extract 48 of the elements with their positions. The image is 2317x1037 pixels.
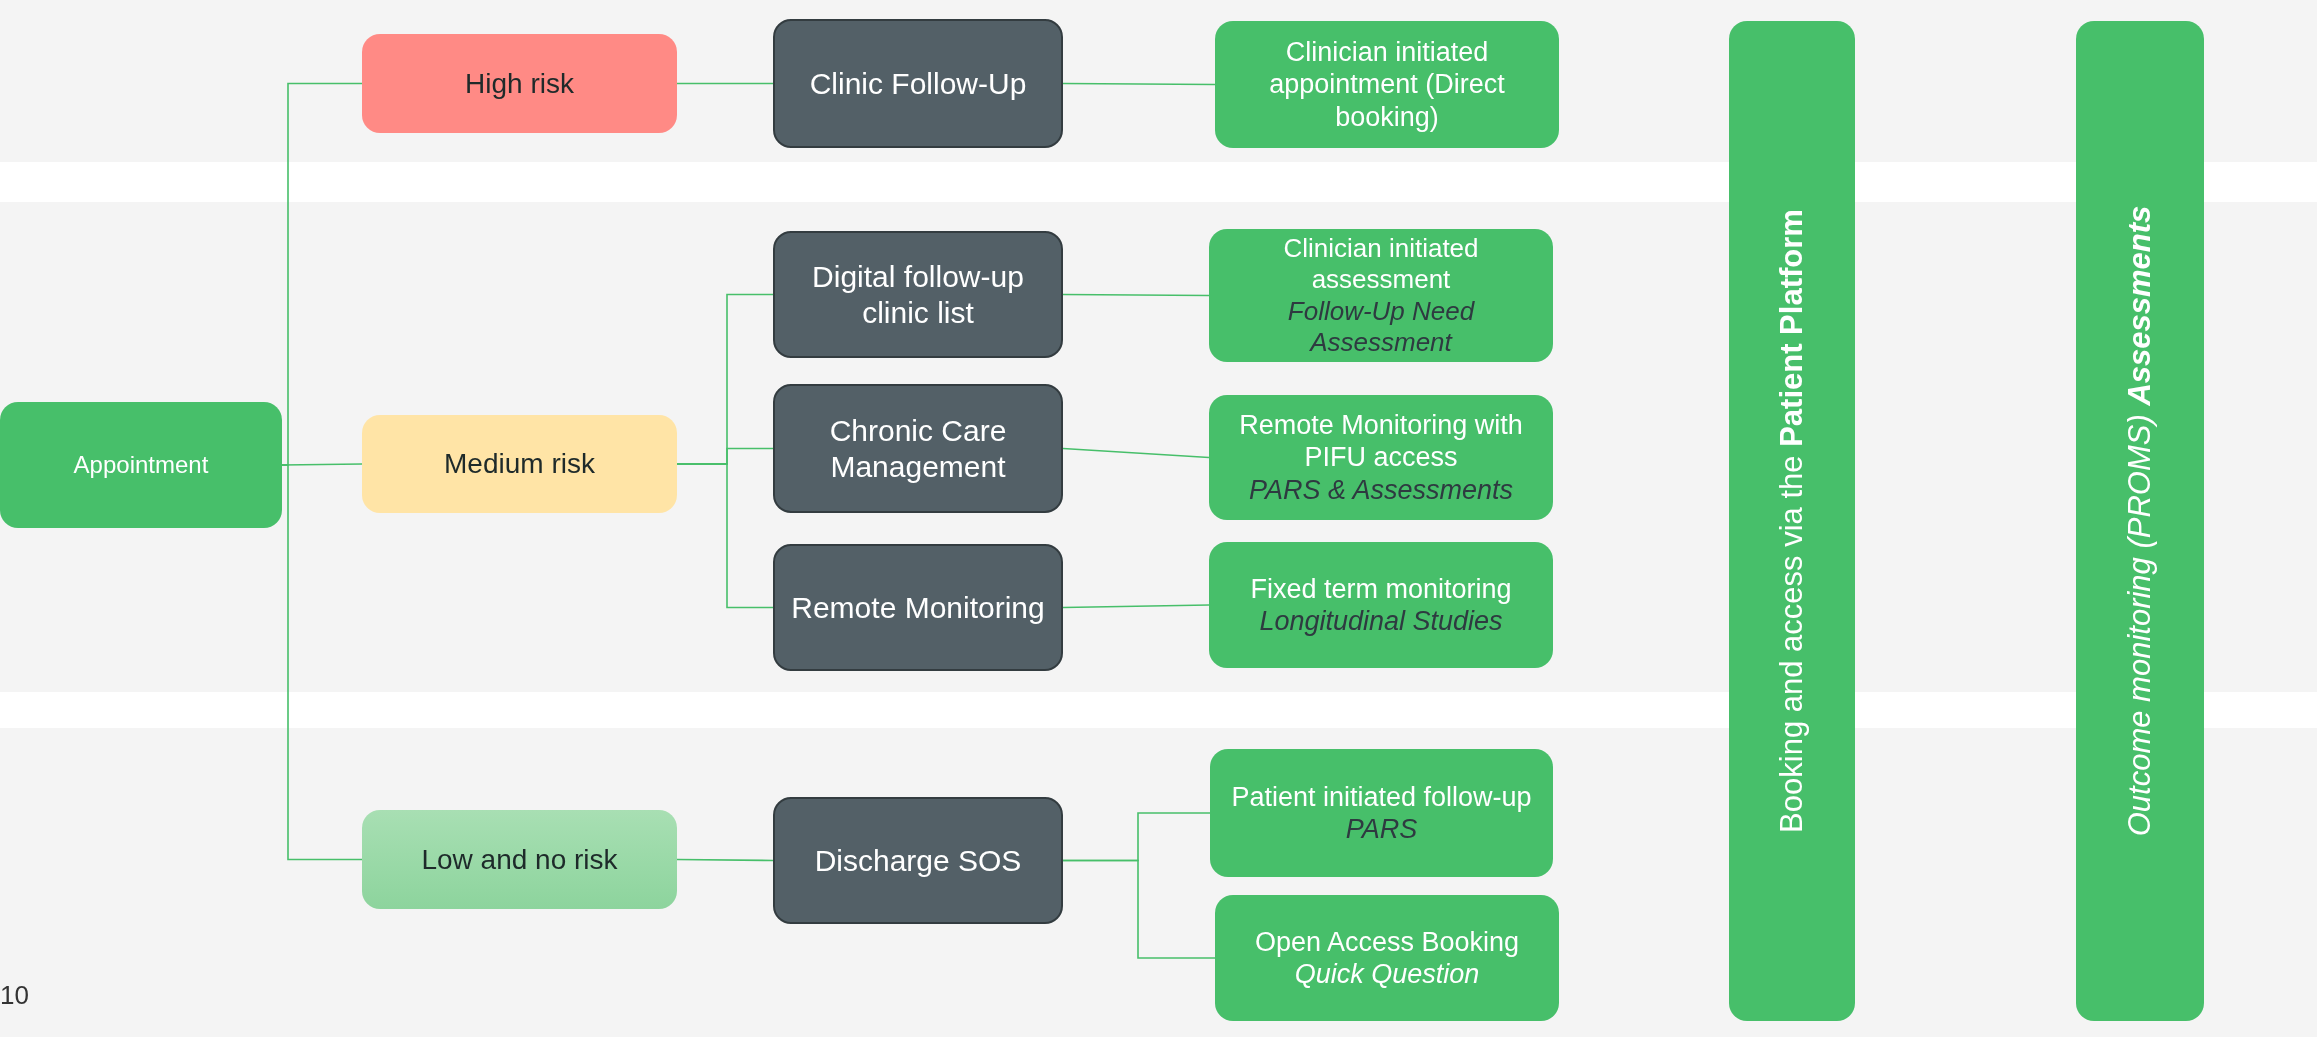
node-text: Discharge SOS bbox=[814, 842, 1022, 879]
risk-box bbox=[362, 34, 677, 133]
connector-line bbox=[281, 464, 363, 861]
action-box bbox=[1210, 749, 1553, 877]
node-text: PARS & Assessments bbox=[1248, 473, 1514, 507]
node-text: Digital follow-up clinic list bbox=[811, 258, 1025, 331]
pathway-box bbox=[773, 384, 1063, 513]
page-number: 10 bbox=[0, 980, 29, 1011]
pathway-box bbox=[773, 231, 1063, 358]
node-text: Patient initiated follow-up bbox=[1231, 780, 1532, 813]
node-text: Open Access Booking Quick Question bbox=[1253, 925, 1521, 991]
action-box bbox=[1215, 895, 1559, 1021]
connector-line bbox=[676, 82, 774, 85]
connector-line bbox=[1062, 604, 1210, 609]
node-text: Chronic Care Management bbox=[828, 412, 1008, 485]
connector-line bbox=[1062, 82, 1216, 86]
connector-line bbox=[1062, 859, 1216, 959]
connector-line bbox=[676, 858, 774, 862]
vertical-bar bbox=[2076, 21, 2204, 1021]
pathway-box bbox=[773, 544, 1063, 671]
node-text: Appointment bbox=[73, 450, 209, 480]
action-box bbox=[1209, 395, 1553, 520]
node-text: Clinician initiated assessment bbox=[1282, 233, 1480, 296]
node-text: High risk bbox=[465, 66, 574, 101]
node-text: Remote Monitoring with PIFU access bbox=[1238, 408, 1524, 474]
action-box bbox=[1209, 229, 1553, 362]
node-text: Clinician initiated appointment (Direct booking) bbox=[1268, 35, 1506, 134]
connector-line bbox=[1062, 447, 1210, 459]
node-text: PARS bbox=[1345, 813, 1418, 846]
connector-line bbox=[676, 463, 774, 609]
pathway-box bbox=[773, 19, 1063, 148]
vertical-label: Booking and access via the Patient Platform bbox=[1774, 209, 1810, 833]
vertical-label: Outcome monitoring (PROMS) Assessments bbox=[2122, 205, 2158, 837]
risk-box bbox=[362, 415, 677, 513]
node-text: Clinic Follow-Up bbox=[809, 65, 1027, 102]
connector-line bbox=[1062, 293, 1210, 297]
risk-box bbox=[362, 810, 677, 909]
action-box bbox=[1215, 21, 1559, 148]
node-text: Longitudinal Studies bbox=[1259, 605, 1503, 638]
node-text: Follow-Up Need Assessment bbox=[1286, 295, 1476, 358]
pathway-box bbox=[773, 797, 1063, 924]
node-text: Remote Monitoring bbox=[791, 589, 1045, 626]
node-text: Medium risk bbox=[444, 447, 595, 481]
start-box bbox=[0, 402, 282, 528]
node-text: Low and no risk bbox=[421, 842, 618, 877]
vertical-bar bbox=[1729, 21, 1855, 1021]
node-text: Fixed term monitoring bbox=[1250, 572, 1512, 605]
action-box bbox=[1209, 542, 1553, 668]
